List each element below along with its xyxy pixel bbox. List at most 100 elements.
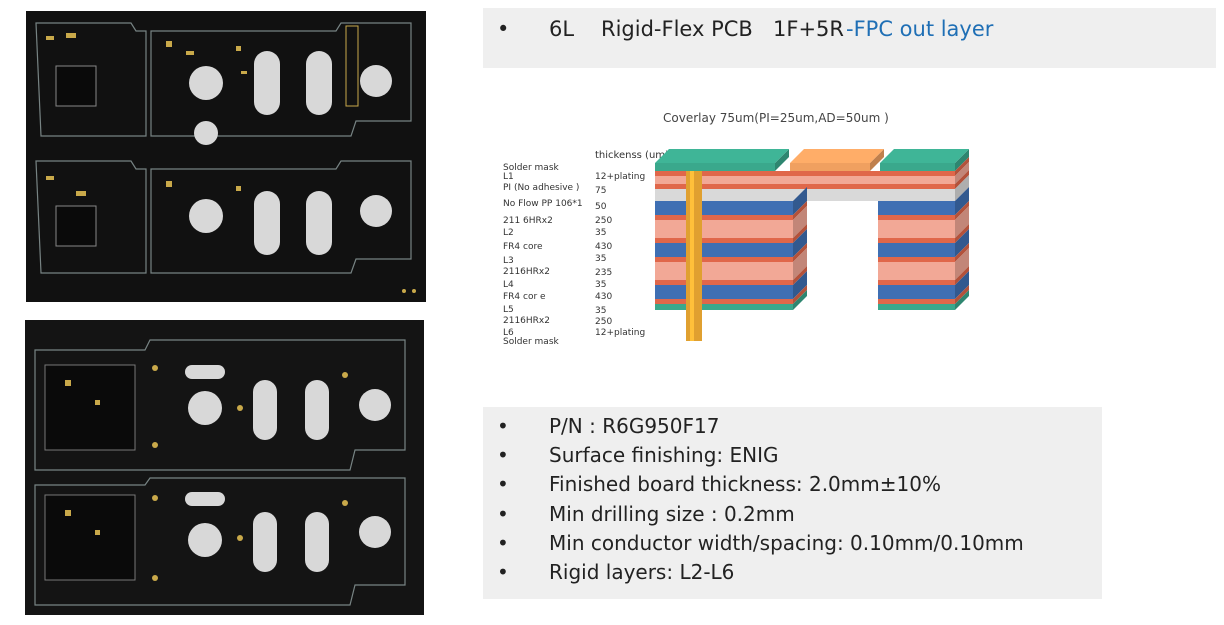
layer-fr4-a bbox=[655, 220, 793, 238]
plated-via-highlight bbox=[690, 171, 694, 341]
layer-l1-side bbox=[955, 157, 969, 176]
stackup-label: Solder mask bbox=[503, 163, 559, 173]
layer-l6-side bbox=[793, 285, 807, 304]
layer-noflow-pp-side bbox=[955, 175, 969, 201]
spec-text: P/N : R6G950F17 bbox=[549, 414, 720, 438]
spec-text: Rigid layers: L2-L6 bbox=[549, 560, 735, 584]
layer-l3 bbox=[655, 238, 793, 243]
stackup-value: 430 bbox=[595, 292, 613, 302]
layer-l3-side bbox=[955, 224, 969, 243]
layer-l5 bbox=[878, 280, 955, 285]
layer-l5 bbox=[655, 280, 793, 285]
layer-l2 bbox=[655, 215, 793, 220]
layer-2116-a-side bbox=[955, 187, 969, 215]
stackup-label: L6 bbox=[503, 328, 514, 338]
fpc-note: -FPC out layer bbox=[846, 17, 994, 41]
coverlay-left bbox=[655, 163, 775, 171]
spec-bullet: • bbox=[497, 530, 509, 555]
spec-text: Surface finishing: ENIG bbox=[549, 443, 779, 468]
stackup-value: 50 bbox=[595, 202, 607, 212]
spec-item: • Rigid layers: L2-L6 bbox=[497, 559, 734, 585]
layer-2116-a-side bbox=[793, 187, 807, 215]
stackup-label: FR4 core bbox=[503, 242, 543, 252]
layer-l6 bbox=[655, 299, 793, 304]
coverlay-right-side bbox=[955, 149, 969, 171]
layer-pi-a bbox=[655, 176, 955, 184]
layer-l1b-side bbox=[955, 170, 969, 189]
stackup-label: PI (No adhesive ) bbox=[503, 183, 580, 193]
stackup-label: No Flow PP 106*1 bbox=[503, 199, 583, 209]
stackup-value: 35 bbox=[595, 228, 607, 238]
coverlay-window-side bbox=[870, 149, 884, 171]
spec-item: • Finished board thickness: 2.0mm±10% bbox=[497, 471, 941, 497]
thickness-header: thickenss (um) bbox=[595, 150, 669, 161]
layer-fr4-b-side bbox=[955, 248, 969, 280]
layer-fr4-b bbox=[655, 262, 793, 280]
stackup-label: L4 bbox=[503, 280, 514, 290]
coverlay-caption: Coverlay 75um(PI=25um,AD=50um ) bbox=[663, 111, 889, 125]
layer-l6-side bbox=[955, 285, 969, 304]
spec-bullet: • bbox=[497, 501, 509, 526]
pcb-top-drawing bbox=[26, 11, 426, 302]
layer-fr4-b-side bbox=[793, 248, 807, 280]
layer-2116-c-side bbox=[955, 271, 969, 299]
layer-2116-b-side bbox=[793, 229, 807, 257]
spec-text: Finished board thickness: 2.0mm±10% bbox=[549, 472, 941, 497]
spec-text: Min drilling size : 0.2mm bbox=[549, 501, 795, 526]
layer-l6 bbox=[878, 299, 955, 304]
stackup-label: 2116HRx2 bbox=[503, 267, 550, 277]
stackup-label: L5 bbox=[503, 305, 514, 315]
stackup-label: L1 bbox=[503, 172, 514, 182]
pcb-photo-top bbox=[26, 11, 426, 302]
stackup-value: 12+plating bbox=[595, 328, 646, 338]
layer-l1b bbox=[655, 184, 955, 189]
stackup-value: 430 bbox=[595, 242, 613, 252]
layer-l3-side bbox=[793, 224, 807, 243]
title-bullet: • bbox=[497, 17, 510, 41]
spec-bullet: • bbox=[497, 472, 509, 497]
layer-mask-bottom bbox=[878, 304, 955, 310]
pcb-photo-bottom bbox=[25, 320, 424, 615]
spec-bullet: • bbox=[497, 560, 509, 584]
stackup-value: 250 bbox=[595, 317, 613, 327]
spec-item: • Min drilling size : 0.2mm bbox=[497, 501, 795, 527]
layer-fr4-a bbox=[878, 220, 955, 238]
stackup-label: 2116HRx2 bbox=[503, 316, 550, 326]
layer-l4 bbox=[878, 257, 955, 262]
spec-bullet: • bbox=[497, 414, 509, 438]
stackup-value: 235 bbox=[595, 268, 613, 278]
spec-panel: • P/N : R6G950F17 • Surface finishing: ENIG… bbox=[483, 407, 1102, 599]
pcb-type: Rigid-Flex PCB bbox=[601, 17, 753, 41]
stackup-value: 35 bbox=[595, 306, 607, 316]
layer-l5-side bbox=[793, 266, 807, 285]
layer-l2 bbox=[878, 215, 955, 220]
stackup-value: 12+plating bbox=[595, 172, 646, 182]
layer-l4-side bbox=[793, 243, 807, 262]
coverlay-window bbox=[790, 163, 870, 171]
stackup-value: 250 bbox=[595, 216, 613, 226]
spec-bullet: • bbox=[497, 443, 509, 468]
layer-l2-side bbox=[793, 201, 807, 220]
layer-2116-b-side bbox=[955, 229, 969, 257]
layer-fr4-a-side bbox=[793, 206, 807, 238]
layer-l4 bbox=[655, 257, 793, 262]
layer-2116-a bbox=[878, 201, 955, 215]
stackup-value: 75 bbox=[595, 186, 607, 196]
spec-item: • P/N : R6G950F17 bbox=[497, 413, 719, 439]
stackup-label: L2 bbox=[503, 228, 514, 238]
layer-fr4-a-side bbox=[955, 206, 969, 238]
layer-l5-side bbox=[955, 266, 969, 285]
coverlay-right-top bbox=[880, 149, 969, 163]
pcb-bottom-drawing bbox=[25, 320, 424, 615]
layer-mask-bottom-side bbox=[955, 290, 969, 310]
layer-pi-a-side bbox=[955, 162, 969, 184]
layer-2116-b bbox=[655, 243, 793, 257]
spec-text: Min conductor width/spacing: 0.10mm/0.10… bbox=[549, 530, 1024, 555]
layer-2116-a bbox=[655, 201, 793, 215]
layer-mask-bottom-side bbox=[793, 290, 807, 310]
layer-l3 bbox=[878, 238, 955, 243]
stackup-label: L3 bbox=[503, 256, 514, 266]
layer-fr4-b bbox=[878, 262, 955, 280]
